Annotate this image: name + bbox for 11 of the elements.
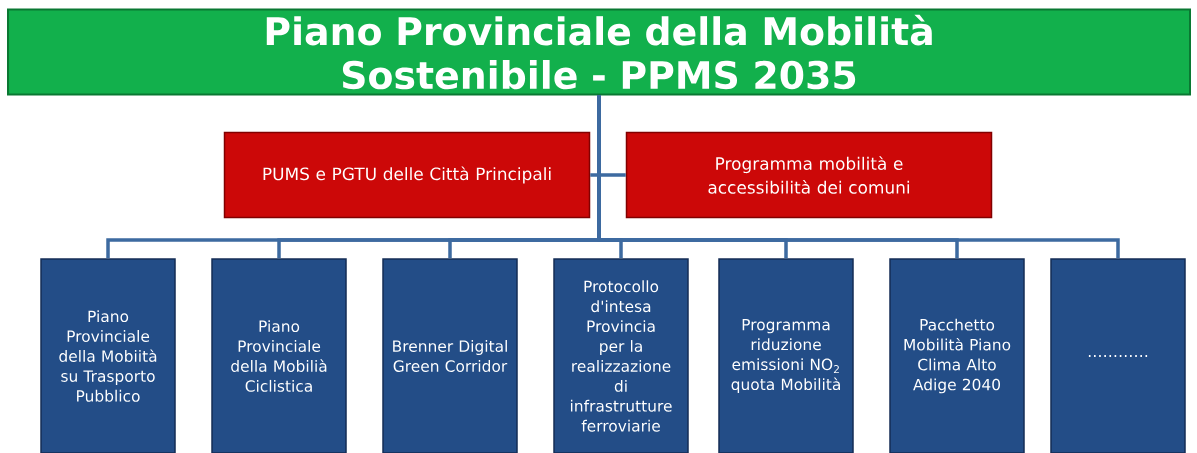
plan-box: Protocollo d'intesa Provincia per la realizzazione di infrastrutture ferroviarie xyxy=(553,258,689,453)
program-box: PUMS e PGTU delle Città Principali xyxy=(223,131,591,219)
plan-box: Pacchetto Mobilità Piano Clima Alto Adige 2040 xyxy=(889,258,1025,453)
plan-box: ………… xyxy=(1050,258,1186,453)
program-box: Programma mobilità e accessibilità dei comuni xyxy=(625,131,993,219)
plan-box: Piano Provinciale della Mobilià Ciclistica xyxy=(211,258,347,453)
plan-box: Programma riduzione emissioni NO$_{2}$ quota Mobilità xyxy=(718,258,854,453)
title-banner: Piano Provinciale della Mobilità Sostenibile - PPMS 2035 xyxy=(7,8,1191,96)
plan-box: Piano Provinciale della Mobiità su Trasporto Pubblico xyxy=(40,258,176,453)
plan-box: Brenner Digital Green Corridor xyxy=(382,258,518,453)
connector-line xyxy=(597,95,1120,259)
